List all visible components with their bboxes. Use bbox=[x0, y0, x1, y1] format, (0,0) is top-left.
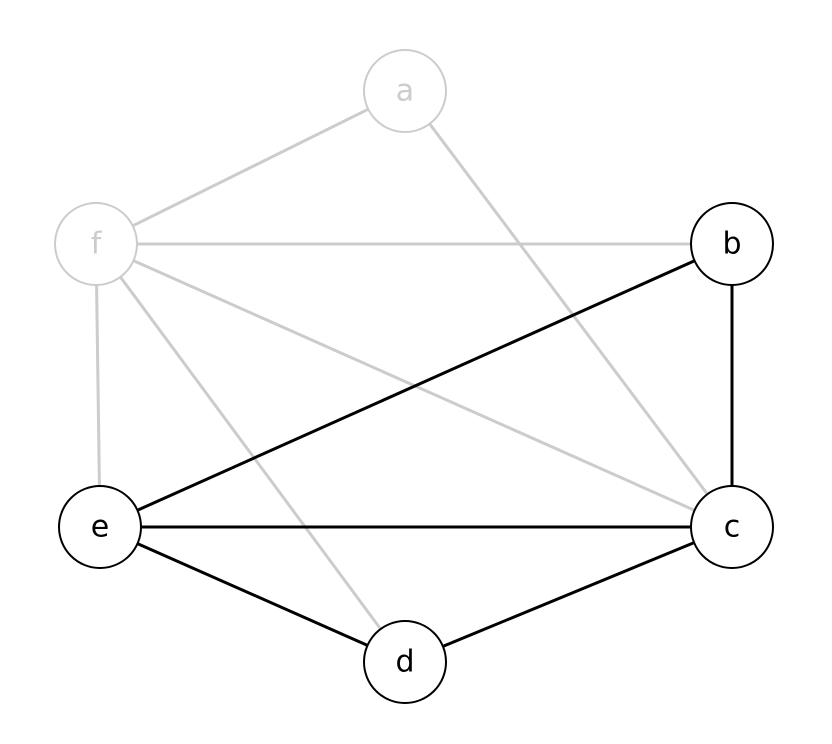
edge-b-e bbox=[135, 259, 697, 512]
node-circle-e bbox=[58, 485, 142, 569]
node-c: c bbox=[690, 485, 774, 569]
nodes-layer: a b c d e f bbox=[54, 49, 774, 704]
node-label-b: b bbox=[722, 227, 741, 262]
edge-a-f bbox=[131, 107, 370, 228]
edges-layer bbox=[95, 107, 734, 648]
node-circle-d bbox=[363, 620, 447, 704]
node-f: f bbox=[54, 202, 138, 286]
node-circle-f bbox=[54, 202, 138, 286]
node-e: e bbox=[58, 485, 142, 569]
node-label-a: a bbox=[396, 74, 414, 109]
edge-f-d bbox=[118, 275, 383, 631]
edge-d-c bbox=[441, 541, 696, 648]
edge-f-e bbox=[95, 283, 101, 488]
node-circle-b bbox=[690, 202, 774, 286]
node-label-c: c bbox=[724, 510, 741, 545]
node-b: b bbox=[690, 202, 774, 286]
node-circle-c bbox=[690, 485, 774, 569]
edge-e-d bbox=[135, 542, 370, 647]
node-label-d: d bbox=[395, 645, 414, 680]
node-circle-a bbox=[363, 49, 447, 133]
node-d: d bbox=[363, 620, 447, 704]
node-a: a bbox=[363, 49, 447, 133]
edge-a-c bbox=[428, 122, 709, 496]
node-label-e: e bbox=[91, 510, 109, 545]
node-label-f: f bbox=[91, 227, 103, 262]
